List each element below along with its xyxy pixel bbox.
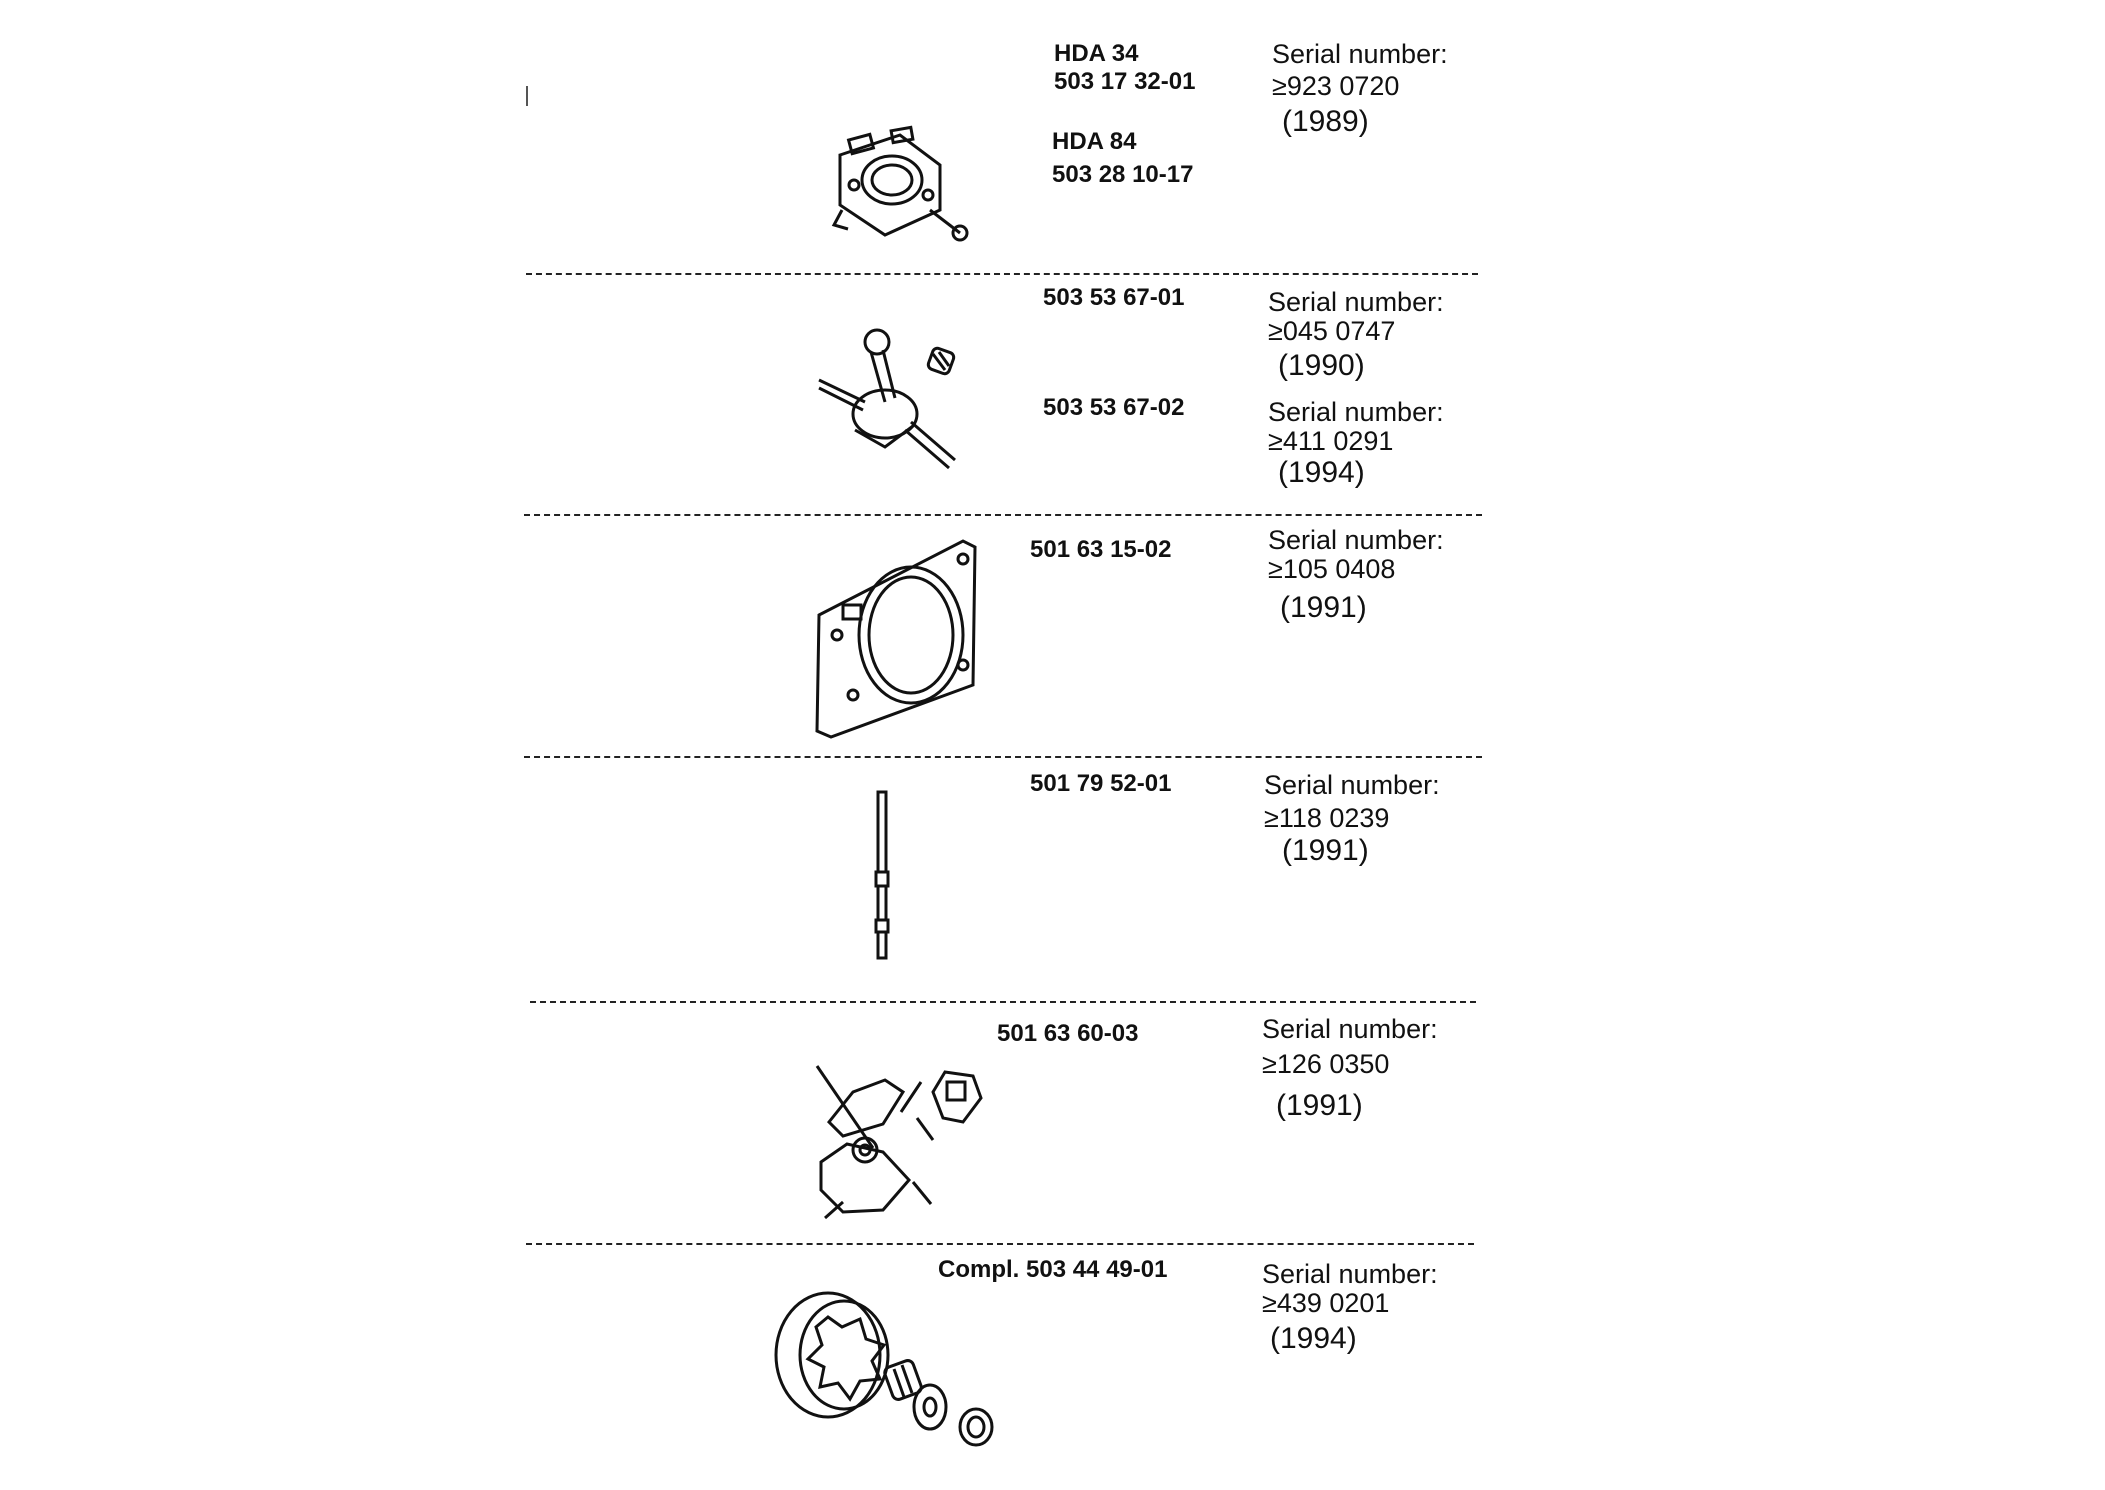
gasket-plate-icon bbox=[815, 539, 977, 739]
part-name: HDA 34 bbox=[1054, 40, 1139, 67]
serial-value: ≥923 0720 bbox=[1272, 71, 1400, 101]
row-divider bbox=[526, 273, 1478, 275]
serial-year: (1994) bbox=[1270, 1322, 1357, 1355]
clutch-drum-icon bbox=[774, 1291, 994, 1447]
serial-value: ≥105 0408 bbox=[1268, 554, 1396, 584]
part-number: Compl. 503 44 49-01 bbox=[938, 1256, 1168, 1283]
serial-year: (1991) bbox=[1282, 834, 1369, 867]
serial-value: ≥045 0747 bbox=[1268, 316, 1396, 346]
scan-mark bbox=[526, 86, 528, 106]
serial-value: ≥118 0239 bbox=[1264, 803, 1390, 833]
part-number: 501 63 60-03 bbox=[997, 1020, 1139, 1047]
crankshaft-icon bbox=[818, 328, 956, 470]
row-divider bbox=[524, 756, 1482, 758]
part-number: 501 79 52-01 bbox=[1030, 770, 1172, 797]
serial-label: Serial number: bbox=[1262, 1259, 1438, 1289]
serial-label: Serial number: bbox=[1264, 770, 1440, 800]
serial-label: Serial number: bbox=[1268, 397, 1444, 427]
serial-year: (1991) bbox=[1280, 591, 1367, 624]
part-name: HDA 84 bbox=[1052, 128, 1137, 155]
serial-label: Serial number: bbox=[1268, 525, 1444, 555]
serial-year: (1991) bbox=[1276, 1089, 1363, 1122]
serial-value: ≥126 0350 bbox=[1262, 1049, 1390, 1079]
serial-value: ≥439 0201 bbox=[1262, 1288, 1390, 1318]
serial-label: Serial number: bbox=[1272, 39, 1448, 69]
row-divider bbox=[524, 514, 1482, 516]
part-number: 503 53 67-02 bbox=[1043, 394, 1185, 421]
part-number: 503 28 10-17 bbox=[1052, 161, 1194, 188]
clutch-icon bbox=[815, 1065, 983, 1220]
serial-year: (1989) bbox=[1282, 105, 1369, 138]
part-number: 503 53 67-01 bbox=[1043, 284, 1185, 311]
serial-year: (1994) bbox=[1278, 456, 1365, 489]
serial-value: ≥411 0291 bbox=[1268, 426, 1394, 456]
part-number: 501 63 15-02 bbox=[1030, 536, 1172, 563]
serial-year: (1990) bbox=[1278, 349, 1365, 382]
row-divider bbox=[526, 1243, 1474, 1245]
serial-label: Serial number: bbox=[1268, 287, 1444, 317]
rod-icon bbox=[874, 790, 890, 960]
serial-label: Serial number: bbox=[1262, 1014, 1438, 1044]
row-divider bbox=[530, 1001, 1476, 1003]
carburetor-icon bbox=[831, 125, 969, 242]
part-number: 503 17 32-01 bbox=[1054, 68, 1196, 95]
